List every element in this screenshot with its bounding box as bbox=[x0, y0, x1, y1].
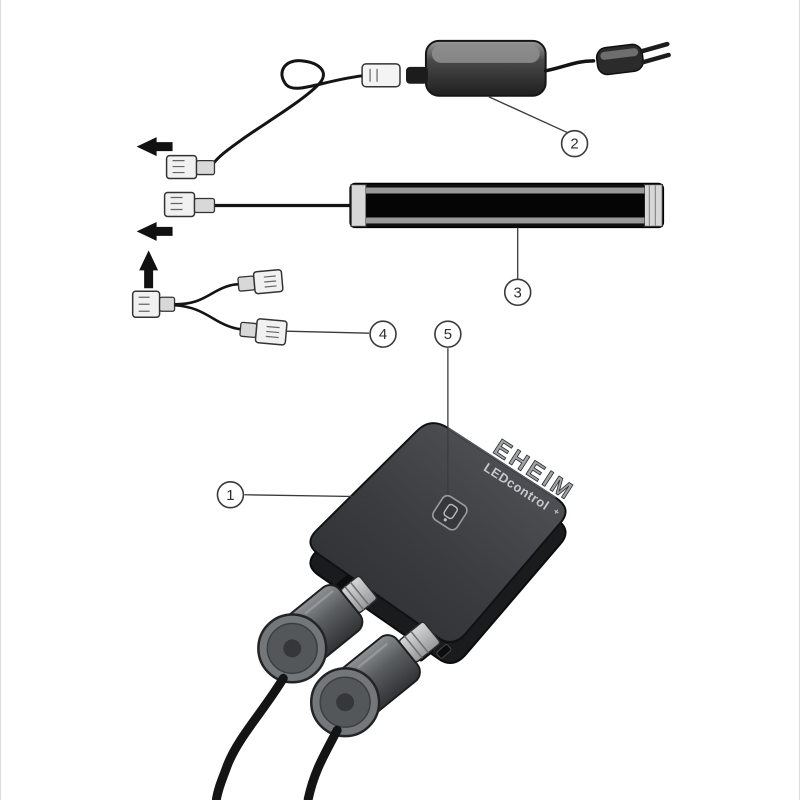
splitter-branch-lower-cable bbox=[174, 303, 241, 331]
side-slot bbox=[436, 644, 452, 659]
splitter-input-pins bbox=[138, 296, 150, 312]
led-bar-end-cap-right bbox=[643, 183, 663, 228]
led-lamp-assembly bbox=[136, 182, 665, 241]
plug-2-sheen bbox=[357, 642, 389, 669]
callout-number-2: 2 bbox=[570, 136, 578, 153]
arrow-up-icon bbox=[139, 250, 159, 289]
plug-1-cable bbox=[211, 673, 288, 800]
mains-plug bbox=[595, 41, 671, 76]
callout-badge-5: 5 bbox=[434, 320, 462, 348]
device-plug-2 bbox=[303, 621, 441, 800]
plug-2-tip-ridges bbox=[403, 630, 429, 659]
callout-badge-3: 3 bbox=[503, 278, 532, 307]
led-bar-end-cap-left bbox=[350, 183, 367, 228]
mains-plug-prong bbox=[639, 41, 670, 54]
control-button bbox=[431, 493, 470, 532]
control-unit-top-face bbox=[309, 422, 567, 643]
callout-badge-1: 1 bbox=[216, 480, 245, 509]
branch-sleeve bbox=[237, 275, 256, 292]
callout-number-4: 4 bbox=[379, 326, 387, 343]
splitter-branch-lower-plug bbox=[239, 318, 288, 346]
callout-number-5: 5 bbox=[444, 326, 452, 343]
product-suffix-text: + bbox=[552, 506, 562, 517]
led-plug-pins bbox=[170, 196, 183, 211]
plug-1-cap-center bbox=[283, 639, 302, 658]
callout-badge-4: 4 bbox=[369, 320, 397, 348]
arrow-left-icon bbox=[136, 137, 173, 157]
power-adapter-top-face bbox=[431, 44, 540, 63]
mains-cable bbox=[543, 59, 596, 73]
leader-line-1 bbox=[244, 494, 371, 498]
led-plug-head bbox=[163, 191, 196, 218]
inline-connector bbox=[361, 63, 401, 88]
end-cap-ridges bbox=[648, 185, 656, 226]
splitter-branch-upper-plug bbox=[237, 269, 284, 295]
strain-relief bbox=[405, 66, 428, 84]
plug-2-cable bbox=[303, 725, 342, 800]
lamp-icon bbox=[443, 503, 458, 520]
splitter-cable-assembly bbox=[131, 250, 288, 346]
dc-plug-sleeve bbox=[195, 159, 216, 176]
dc-plug-pins bbox=[172, 160, 185, 174]
lamp-icon-dot bbox=[443, 518, 447, 522]
inline-connector-pins bbox=[369, 68, 378, 82]
arrow-left-icon bbox=[136, 221, 173, 241]
callout-badge-2: 2 bbox=[560, 129, 589, 158]
leader-line-4 bbox=[286, 330, 370, 334]
callout-number-1: 1 bbox=[226, 487, 234, 504]
plug-1-tip-ridges bbox=[344, 581, 370, 611]
led-bar-top-rail bbox=[366, 187, 645, 194]
dc-output-plug bbox=[165, 154, 216, 180]
led-bar-bottom-rail bbox=[366, 217, 645, 224]
callout-number-3: 3 bbox=[514, 284, 522, 301]
control-button-bezel[interactable] bbox=[431, 493, 470, 532]
plug-2-cap-center bbox=[336, 693, 355, 712]
led-bar-lens bbox=[366, 193, 645, 218]
branch-plug-pins bbox=[265, 325, 280, 339]
mains-plug-highlight bbox=[600, 48, 639, 60]
dc-cable-loop bbox=[211, 59, 363, 166]
callout-annotations: 1 2 3 4 5 bbox=[216, 96, 589, 509]
mains-plug-prong bbox=[641, 52, 671, 65]
splitter-input-sleeve bbox=[158, 296, 176, 312]
top-face-edge-highlight bbox=[447, 427, 557, 499]
led-plug-sleeve bbox=[193, 197, 216, 214]
led-bar-plug bbox=[163, 191, 216, 218]
branch-plug-pins bbox=[263, 275, 277, 288]
splitter-branch-upper-cable bbox=[174, 282, 239, 306]
device-plug-1 bbox=[211, 575, 378, 800]
branch-sleeve bbox=[239, 321, 258, 339]
power-supply-assembly bbox=[136, 39, 671, 180]
plug-1-sheen bbox=[304, 589, 334, 615]
leader-line-2 bbox=[488, 96, 568, 134]
